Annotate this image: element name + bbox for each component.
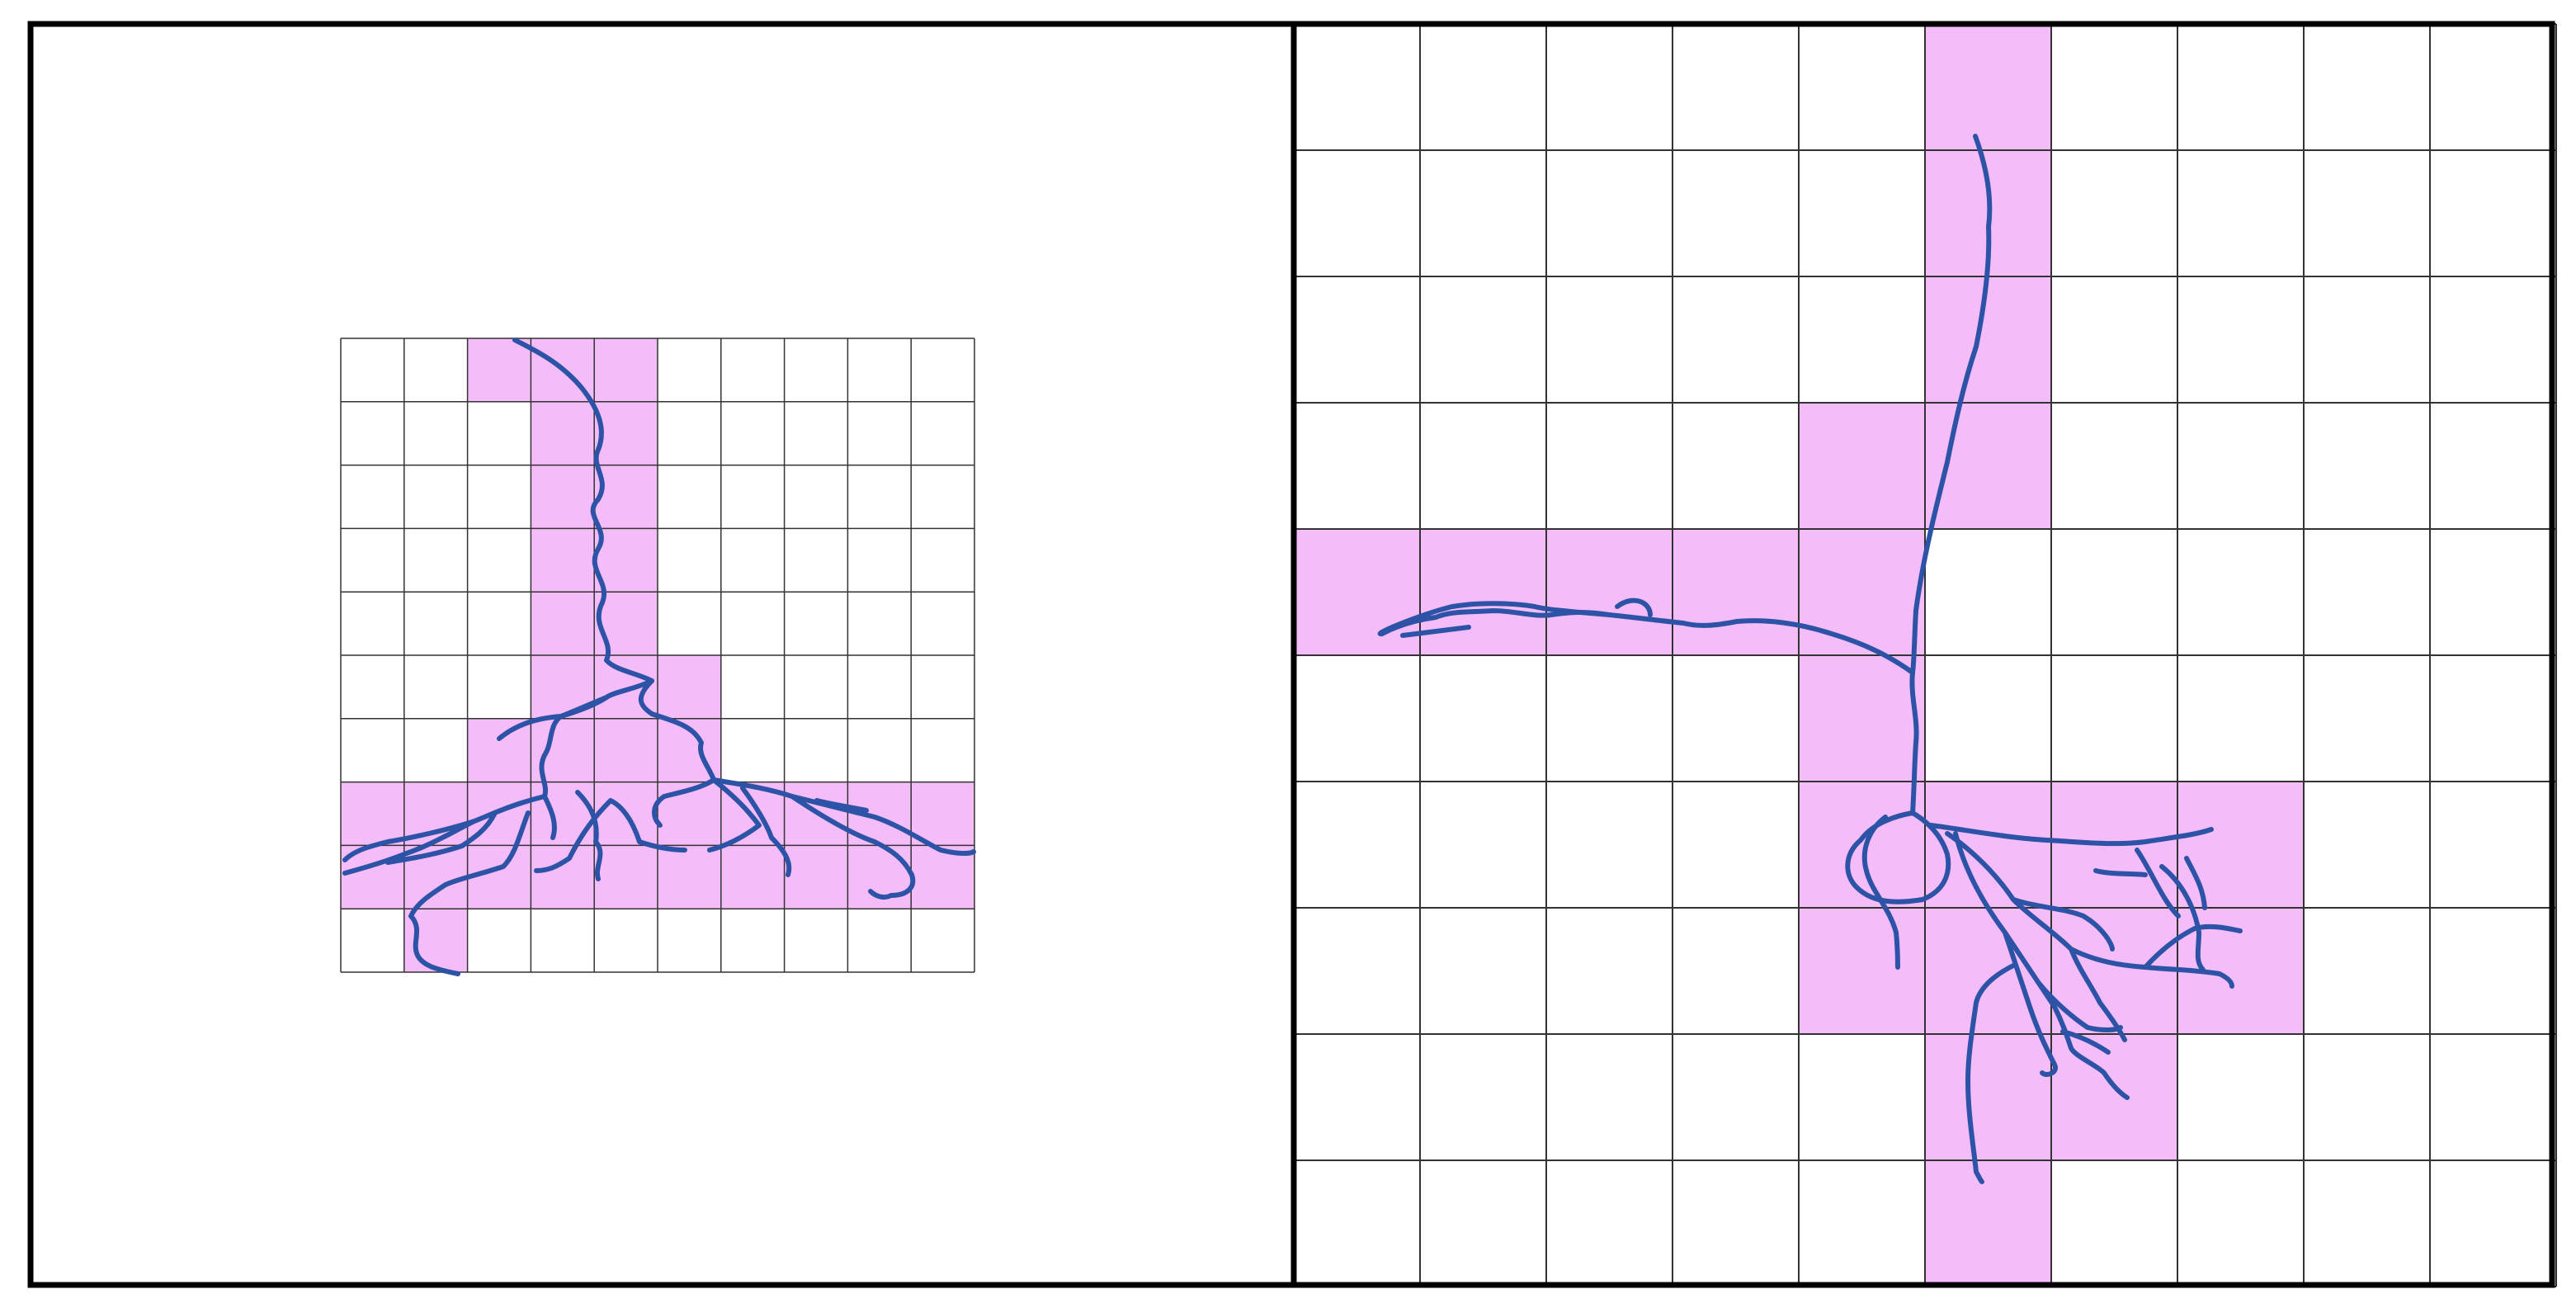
left-highlight-cell (531, 528, 595, 593)
right-highlight-cell (1925, 1034, 2051, 1160)
right-highlight-cell (1546, 529, 1673, 655)
right-highlight-cell (1799, 403, 1925, 529)
right-highlight-cell (2177, 782, 2304, 908)
left-highlight-cell (531, 592, 595, 655)
left-neuron-tracing (342, 338, 976, 976)
right-highlight-cell (1925, 24, 2051, 150)
right-oblique-dendrite (1377, 597, 1915, 675)
right-highlight-cell (1925, 276, 2051, 403)
left-branch-2 (539, 695, 609, 799)
left-highlight-cell (594, 465, 658, 529)
left-highlight-cell (847, 845, 912, 909)
right-highlight-cell (1925, 1160, 2051, 1287)
left-highlight-cell (531, 465, 595, 529)
left-highlight-cell (720, 845, 785, 909)
left-highlight-cell (531, 845, 595, 909)
right-basal-lower (1953, 831, 2130, 1184)
right-basal-left (1861, 815, 1900, 970)
right-soma-trunk (1909, 670, 1919, 815)
left-highlight-cell (911, 845, 974, 909)
left-basal-right-2 (707, 777, 869, 853)
right-highlight-cell (1420, 529, 1546, 655)
right-highlight-cell (1799, 655, 1925, 782)
left-highlight-cell (594, 845, 658, 909)
right-apical-dendrite (1910, 134, 1993, 675)
left-highlight-cell (658, 845, 721, 909)
right-basal-fan (1945, 831, 2243, 1042)
left-highlight-cell (467, 338, 531, 402)
right-highlight-cell (1673, 529, 1799, 655)
left-grid (340, 338, 975, 973)
left-branch-3 (497, 714, 564, 741)
right-basal-upper (1928, 823, 2214, 847)
right-highlight-cells (1294, 24, 2304, 1287)
panel-right (1293, 23, 2557, 1287)
panel-left (340, 338, 976, 976)
left-branch-1 (638, 678, 716, 782)
right-highlight-cell (1799, 782, 1925, 908)
left-highlight-cell (594, 528, 658, 593)
right-highlight-cell (2051, 1034, 2177, 1160)
left-highlight-cell (784, 845, 848, 909)
right-neuron-tracing (1377, 134, 2243, 1184)
left-highlight-cell (658, 655, 721, 719)
left-highlight-cell (467, 845, 531, 909)
left-basal-lower (408, 810, 531, 976)
left-highlight-cell (341, 782, 404, 846)
left-apical-dendrite (512, 338, 654, 719)
left-highlight-cell (594, 338, 658, 402)
right-soma-loop (1845, 810, 1951, 904)
right-highlight-cell (1799, 908, 1925, 1034)
left-highlight-cell (594, 401, 658, 465)
left-highlight-cell (911, 782, 974, 846)
left-basal-mid (534, 790, 687, 881)
left-basal-right (652, 777, 976, 900)
left-highlight-cell (594, 718, 658, 782)
left-highlight-cell (658, 782, 721, 846)
right-highlight-cell (1799, 529, 1925, 655)
left-highlight-cell (467, 718, 531, 782)
left-highlight-cell (531, 401, 595, 465)
left-basal-left (342, 794, 547, 876)
right-highlight-cell (1294, 529, 1420, 655)
